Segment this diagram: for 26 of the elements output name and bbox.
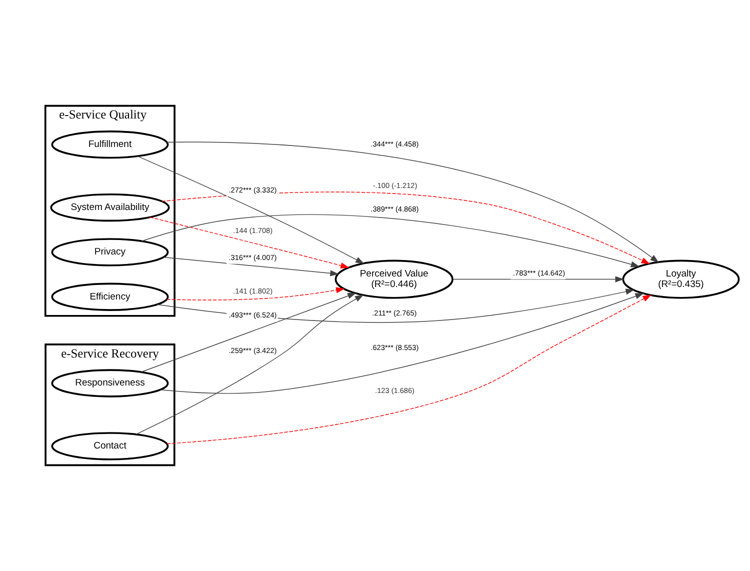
edge-label: .123 (1.686) [375,386,414,396]
edge-label: .211** (2.765) [372,308,417,318]
edge-label: .272*** (3.332) [228,186,277,195]
edge-label: .344*** (4.458) [370,139,419,148]
edge-label: .141 (1.802) [233,286,273,296]
edge-label: .493*** (6.524) [228,310,277,320]
arrow [141,214,640,268]
edge-label: .144 (1.708) [233,226,273,235]
node-ellipse: Contact [51,432,169,460]
arrow [136,294,364,435]
arrow [166,287,345,300]
edge-label: -.100 (-1.212) [372,181,418,190]
arrow [140,292,356,372]
edge-label: .623*** (8.553) [370,342,419,352]
arrow [166,294,652,444]
node-ellipse: Fulfillment [51,130,169,159]
node-ellipse: Privacy [51,238,169,266]
edge-label: .259*** (3.422) [228,346,277,355]
node-ellipse: System Availability [50,193,170,222]
edge-label: .316*** (4.007) [228,252,277,262]
edge-label: .783*** (14.642) [512,268,566,278]
arrow [150,216,350,269]
node-ellipse: Efficiency [51,282,169,311]
edge-label: .389*** (4.868) [370,204,419,214]
arrow [163,256,339,276]
node-ellipse: Responsiveness [51,369,169,398]
